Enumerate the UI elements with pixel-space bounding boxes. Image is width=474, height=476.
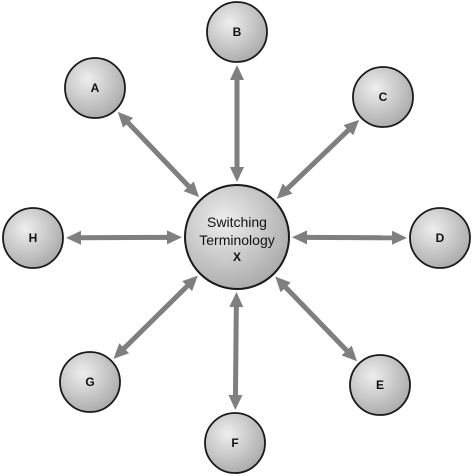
node-h: H (2, 207, 64, 269)
arrowhead-inner (230, 167, 244, 182)
node-g: G (59, 351, 121, 413)
arrowhead-inner (276, 183, 293, 199)
connector-line (124, 119, 192, 190)
connector-x-c (276, 119, 360, 199)
node-circle (352, 66, 414, 128)
node-label: E (376, 378, 384, 392)
node-circle (206, 1, 268, 63)
node-circle (349, 354, 411, 416)
node-a: A (64, 57, 126, 119)
arrowhead-inner (275, 276, 291, 293)
connector-x-a (117, 111, 200, 198)
connector-x-g (113, 275, 198, 359)
arrowhead-inner (183, 181, 200, 198)
connector-x-d (291, 230, 408, 245)
arrowhead-outer (228, 394, 243, 411)
connector-x-f (228, 291, 244, 411)
node-label: C (379, 90, 388, 104)
node-label: A (91, 81, 100, 95)
connector-x-e (275, 276, 358, 362)
node-c: C (352, 66, 414, 128)
center-label-line2: Terminology (199, 232, 274, 248)
node-circle (59, 351, 121, 413)
node-label: B (233, 25, 242, 39)
connector-line (284, 127, 352, 192)
node-label: D (436, 231, 445, 245)
node-circle (64, 57, 126, 119)
connector-x-b (230, 65, 244, 182)
center-label-line3: X (233, 250, 241, 264)
arrowhead-outer (391, 230, 408, 245)
connector-line (120, 282, 191, 352)
arrowhead-outer (341, 345, 358, 362)
connector-line (282, 284, 350, 354)
arrowhead-outer (343, 119, 360, 136)
node-label: F (231, 436, 238, 450)
node-f: F (204, 412, 266, 474)
node-b: B (206, 1, 268, 63)
center-node: Switching Terminology X (184, 184, 290, 290)
node-label: H (29, 231, 38, 245)
node-label: G (85, 375, 94, 389)
arrowhead-inner (166, 230, 183, 245)
node-e: E (349, 354, 411, 416)
center-node-circle (184, 184, 290, 290)
arrowhead-inner (291, 230, 308, 245)
connector-line (232, 304, 239, 398)
arrowhead-outer (113, 343, 130, 359)
arrowhead-inner (182, 275, 198, 292)
arrowhead-outer (117, 111, 134, 128)
center-label-line1: Switching (207, 214, 267, 230)
node-circle (409, 207, 471, 269)
node-circle (2, 207, 64, 269)
arrowhead-outer (65, 230, 82, 245)
node-d: D (409, 207, 471, 269)
connections-layer (65, 65, 408, 411)
connector-x-h (65, 230, 183, 245)
node-circle (204, 412, 266, 474)
arrowhead-outer (230, 65, 244, 80)
arrowhead-inner (229, 291, 244, 308)
